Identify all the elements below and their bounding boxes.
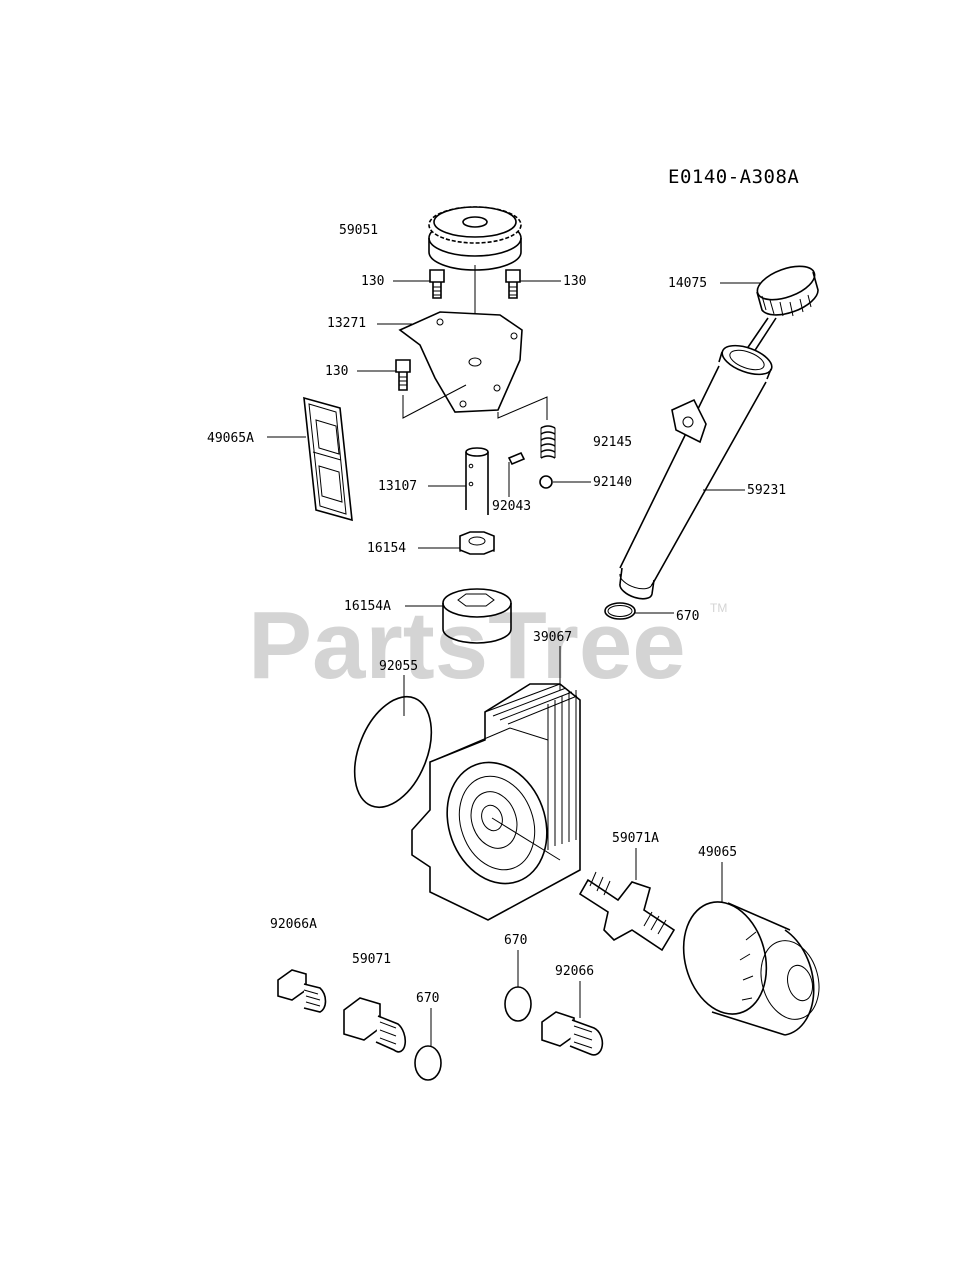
o-ring-icon[interactable] [414,1045,442,1081]
label-670-middle[interactable]: 670 [504,933,527,948]
label-92066A[interactable]: 92066A [270,917,317,932]
pin-icon[interactable] [507,451,526,466]
spring-icon[interactable] [540,425,556,459]
bolt-icon[interactable] [429,269,445,299]
gear-icon[interactable] [428,206,522,271]
label-130-right[interactable]: 130 [563,274,586,289]
bolt-icon[interactable] [505,269,521,299]
screen-filter-icon[interactable] [303,396,353,522]
label-49065[interactable]: 49065 [698,845,737,860]
label-13271[interactable]: 13271 [327,316,366,331]
label-39067[interactable]: 39067 [533,630,572,645]
o-ring-icon[interactable] [340,685,447,818]
label-130-left[interactable]: 130 [361,274,384,289]
watermark-trademark: TM [710,601,727,615]
label-92066[interactable]: 92066 [555,964,594,979]
diagram-code: E0140-A308A [668,166,799,188]
label-92140[interactable]: 92140 [593,475,632,490]
plate-icon[interactable] [398,311,523,413]
label-130-lower[interactable]: 130 [325,364,348,379]
label-59071A[interactable]: 59071A [612,831,659,846]
oil-filter-icon[interactable] [672,893,828,1036]
label-59071[interactable]: 59071 [352,952,391,967]
inner-rotor-icon[interactable] [459,531,495,555]
bolt-icon[interactable] [395,359,411,391]
label-16154[interactable]: 16154 [367,541,406,556]
label-670-top[interactable]: 670 [676,609,699,624]
label-92145[interactable]: 92145 [593,435,632,450]
cap-icon[interactable] [741,260,819,359]
fitting-icon[interactable] [578,871,676,952]
filler-tube-icon[interactable] [619,340,776,600]
label-49065A[interactable]: 49065A [207,431,254,446]
label-92043[interactable]: 92043 [492,499,531,514]
fitting-icon[interactable] [343,997,407,1053]
plug-icon[interactable] [277,969,327,1013]
o-ring-icon[interactable] [604,602,636,620]
ball-icon[interactable] [539,475,553,489]
label-92055[interactable]: 92055 [379,659,418,674]
label-13107[interactable]: 13107 [378,479,417,494]
label-14075[interactable]: 14075 [668,276,707,291]
label-59231[interactable]: 59231 [747,483,786,498]
plug-icon[interactable] [541,1011,604,1056]
label-59051[interactable]: 59051 [339,223,378,238]
o-ring-icon[interactable] [504,986,532,1022]
outer-rotor-icon[interactable] [442,588,512,644]
oil-cooler-icon[interactable] [411,683,581,921]
label-16154A[interactable]: 16154A [344,599,391,614]
label-670-lower[interactable]: 670 [416,991,439,1006]
shaft-icon[interactable] [465,447,489,515]
